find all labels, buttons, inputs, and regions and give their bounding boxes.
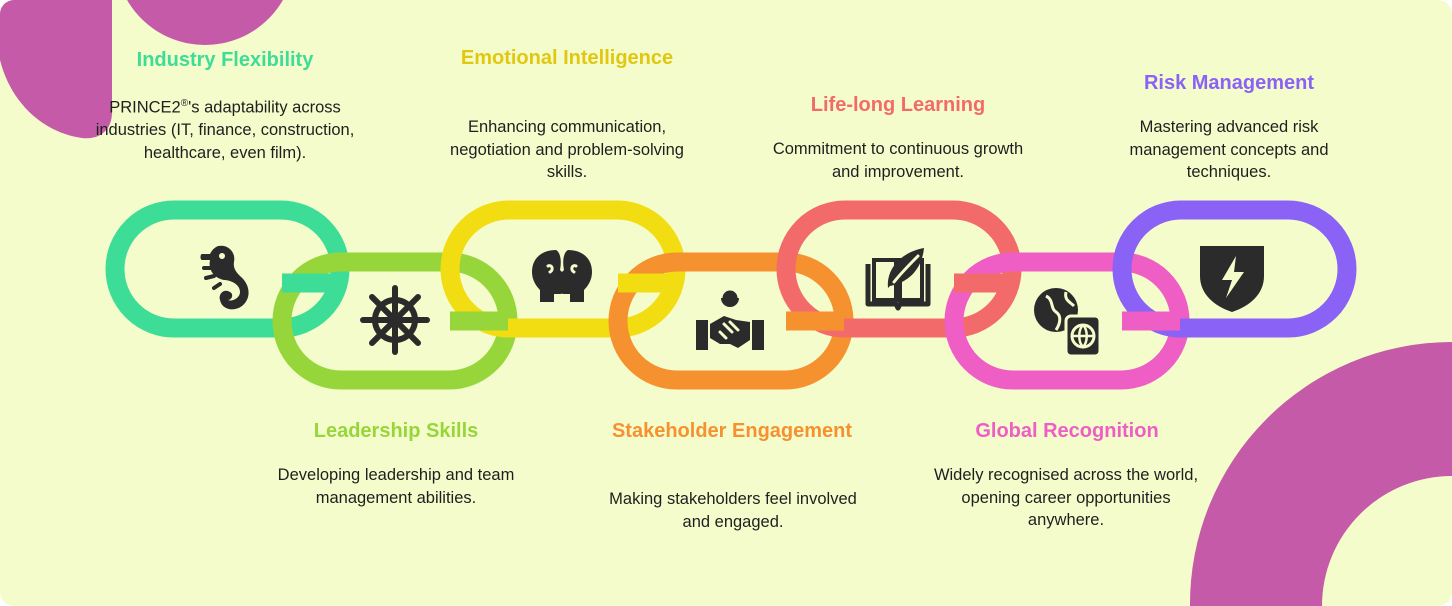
item-6-title: Global Recognition (975, 420, 1159, 442)
registered-mark: ® (180, 98, 189, 109)
item-1-description: PRINCE2®'s adaptability across industrie… (90, 93, 360, 164)
top-left-blob (0, 0, 112, 139)
item-1-desc-brand: PRINCE2 (109, 98, 181, 117)
shield-bolt-icon (1200, 246, 1264, 312)
ship-wheel-icon (360, 285, 430, 355)
item-2-description: Developing leadership and team managemen… (277, 466, 515, 507)
item-3-title: Emotional Intelligence (460, 47, 674, 69)
top-arc (127, 0, 283, 45)
two-heads-icon (532, 250, 592, 302)
handshake-icon (696, 287, 764, 350)
item-5-title: Life-long Learning (810, 94, 986, 116)
link-7 (1112, 200, 1357, 338)
item-4-description: Making stakeholders feel involved and en… (609, 490, 857, 531)
item-7-title: Risk Management (1143, 72, 1315, 94)
seahorse-icon (200, 245, 249, 310)
item-1-title: Industry Flexibility (136, 49, 314, 71)
item-7-description: Mastering advanced risk management conce… (1129, 118, 1329, 181)
item-2-title: Leadership Skills (313, 420, 479, 442)
bottom-right-ring (1189, 342, 1452, 606)
book-leaf-icon (865, 248, 931, 311)
item-3-description: Enhancing communication, negotiation and… (450, 118, 684, 181)
globe-passport-icon (1034, 288, 1102, 358)
item-6-description: Widely recognised across the world, open… (933, 466, 1199, 529)
item-1-desc-rest: 's adaptability across industries (IT, f… (95, 98, 355, 162)
item-4-title: Stakeholder Engagement (611, 420, 853, 442)
item-5-description: Commitment to continuous growth and impr… (772, 140, 1024, 181)
